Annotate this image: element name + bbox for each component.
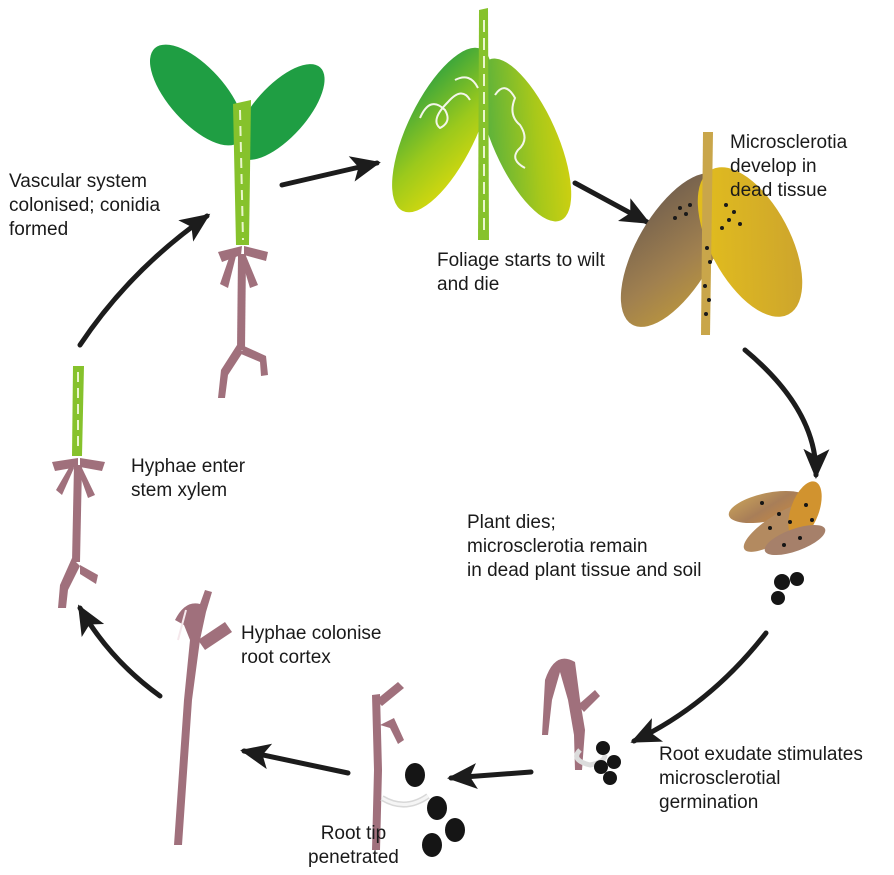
germination-illustration xyxy=(542,659,621,785)
plant-debris-illustration xyxy=(726,477,829,605)
label-hyphae-colonise: Hyphae colonise root cortex xyxy=(241,622,381,670)
label-vascular-colonised: Vascular system colonised; conidia forme… xyxy=(9,170,160,242)
label-plant-dies: Plant dies; microsclerotia remain in dea… xyxy=(467,511,702,583)
label-microsclerotia-develop: Microsclerotia develop in dead tissue xyxy=(730,131,847,203)
arrow-dead-to-debris xyxy=(745,350,816,475)
arrow-debris-to-germination xyxy=(634,633,766,741)
arrow-germination-to-penetration xyxy=(451,772,531,778)
healthy-seedling-illustration xyxy=(134,29,339,398)
arrow-cortex-to-xylem xyxy=(80,608,160,696)
stem-xylem-illustration xyxy=(52,366,105,608)
arrow-healthy-to-wilting xyxy=(282,163,377,185)
label-root-exudate: Root exudate stimulates microsclerotial … xyxy=(659,743,863,815)
label-foliage-wilt: Foliage starts to wilt and die xyxy=(437,249,605,297)
label-hyphae-enter: Hyphae enter stem xylem xyxy=(131,455,245,503)
label-root-tip-penetrated: Root tip penetrated xyxy=(308,822,399,870)
root-cortex-illustration xyxy=(174,590,232,845)
arrow-penetration-to-cortex xyxy=(244,751,348,773)
wilting-plant-illustration xyxy=(372,8,590,240)
arrow-wilting-to-dead xyxy=(575,183,647,222)
soil-microsclerotia xyxy=(771,572,804,605)
